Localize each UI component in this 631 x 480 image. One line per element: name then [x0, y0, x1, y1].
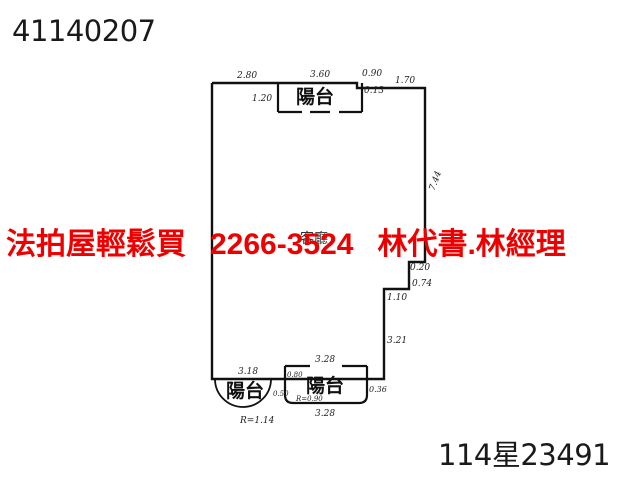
outer-wall — [210, 81, 427, 381]
dim-top-balcony-width: 3.60 — [310, 70, 330, 80]
dim-bottom-right-top: 3.28 — [315, 355, 335, 365]
dim-bottom-left-radius: R=1.14 — [239, 416, 275, 426]
bottom-right-balcony-label: 陽台 — [306, 374, 344, 397]
dim-right-step-upper: 0.20 — [410, 263, 430, 273]
top-balcony-label: 陽台 — [296, 85, 334, 108]
top-balcony: 陽台 — [276, 83, 364, 114]
bottom-left-balcony-label: 陽台 — [226, 379, 264, 402]
watermark-banner: 法拍屋輕鬆買 2266-3524 林代書.林經理 — [6, 219, 566, 263]
banner-contact: 林代書.林經理 — [377, 228, 566, 261]
center-room-label-fragment: 客廳 — [300, 230, 328, 247]
dim-bottom-right-bottom: 3.28 — [315, 409, 335, 419]
dim-bottom-right-edge: 0.36 — [369, 385, 387, 394]
banner-phone: 2266-3524 — [210, 228, 354, 261]
dim-right-lower-wall: 3.21 — [387, 336, 407, 346]
dim-right-step-lower: 1.10 — [387, 293, 407, 303]
bottom-right-balcony: 陽台 — [283, 364, 369, 405]
dim-top-mid-right: 0.90 — [362, 69, 382, 79]
banner-title: 法拍屋輕鬆買 — [6, 228, 186, 261]
dim-bottom-right-side: 0.80 — [287, 371, 303, 379]
dim-top-right: 1.70 — [395, 76, 415, 86]
dim-bottom-gap: 0.50 — [273, 390, 289, 398]
dim-top-step: 0.13 — [364, 86, 384, 96]
dim-bottom-right-corner-radius: R=0.90 — [295, 395, 323, 403]
dim-bottom-left-balcony-width: 3.18 — [238, 367, 258, 377]
document-number: 114星23491 — [438, 438, 611, 472]
dim-top-left: 2.80 — [236, 71, 257, 81]
dim-right-step-mid: 0.74 — [412, 279, 432, 289]
case-id: 41140207 — [12, 14, 156, 48]
dim-top-balcony-depth: 1.20 — [252, 94, 272, 104]
bottom-left-balcony: 陽台 — [214, 378, 272, 408]
dim-right-wall: 7.44 — [428, 170, 444, 193]
